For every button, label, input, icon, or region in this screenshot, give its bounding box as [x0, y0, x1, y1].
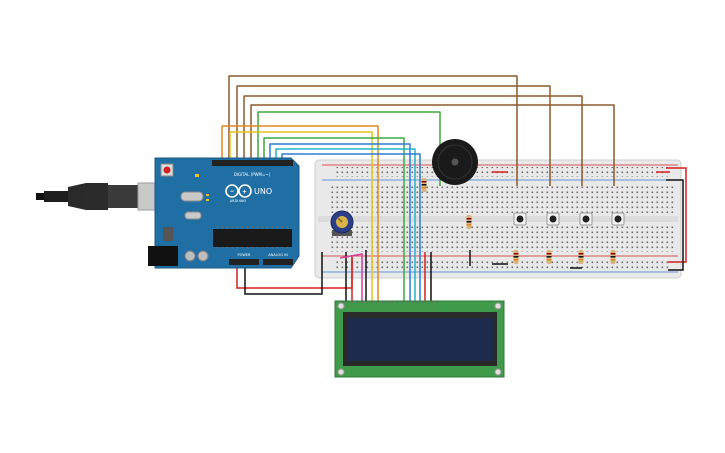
lcd-mount-hole-bl — [337, 368, 345, 376]
wire-blue-lcd — [269, 143, 411, 303]
usb-plug-shell — [108, 185, 138, 208]
lcd-mount-hole-tl — [337, 302, 345, 310]
wire-yellow-lcd — [229, 131, 373, 303]
usb-cable — [36, 182, 159, 211]
uno-logo-text: UNO — [254, 187, 272, 196]
capacitor-1 — [184, 250, 196, 262]
voltage-regulator — [184, 211, 202, 220]
upper-terminal-holes — [330, 186, 675, 213]
wire-red-rail-bridge — [666, 167, 687, 263]
power-header-label: POWER — [238, 253, 252, 257]
analog-header — [263, 259, 293, 265]
power-header — [229, 259, 259, 265]
wire-pink-contrast — [339, 253, 363, 303]
breadboard — [314, 159, 682, 279]
usb-cable-icon — [36, 193, 44, 200]
crystal-oscillator — [180, 191, 204, 202]
push-buttons — [513, 212, 625, 226]
resistor-button-4 — [610, 250, 616, 264]
center-channel — [318, 216, 678, 222]
svg-text:−: − — [230, 188, 235, 195]
piezo-buzzer[interactable] — [432, 139, 478, 185]
lcd-16x2-module — [334, 300, 505, 378]
lcd-mount-hole-br — [494, 368, 502, 376]
reset-button-cap[interactable] — [163, 166, 171, 174]
push-button-3[interactable] — [579, 212, 593, 226]
lcd-mount-hole-tr — [494, 302, 502, 310]
digital-header-label: DIGITAL (PWM=~) — [234, 172, 271, 177]
wire-green-lcd — [263, 137, 405, 303]
svg-text:+: + — [242, 189, 247, 196]
wire-black-gnd — [244, 252, 323, 295]
wire-brown-button-2 — [236, 85, 551, 186]
resistor-center — [466, 215, 472, 229]
potentiometer[interactable] — [330, 210, 354, 236]
usb-strain-relief — [68, 183, 86, 210]
resistor-buzzer — [421, 178, 427, 192]
lcd-pin-header — [339, 301, 439, 307]
wire-brown-button-3 — [243, 95, 583, 186]
wire-orange-lcd — [221, 125, 379, 303]
breadboard-jumpers — [469, 171, 670, 269]
resistor-button-1 — [513, 250, 519, 264]
usb-cable-body — [44, 191, 68, 202]
lcd-screen — [347, 318, 493, 361]
wire-blue-lcd-2 — [281, 153, 421, 303]
resistor-button-3 — [578, 250, 584, 264]
push-button-1[interactable] — [513, 212, 527, 226]
capacitor-2 — [197, 250, 209, 262]
atmega-chip — [213, 229, 292, 247]
push-button-2[interactable] — [546, 212, 560, 226]
usb-plug-housing — [86, 183, 108, 210]
arduino-logo: − + — [225, 184, 252, 198]
resistor-button-2 — [546, 250, 552, 264]
wire-black-rail-bridge — [666, 179, 684, 271]
arduino-brand-text: ARDUINO — [230, 199, 247, 203]
arduino-uno-board: DIGITAL (PWM=~) − + UNO ARDUINO — [148, 157, 300, 269]
push-button-4[interactable] — [611, 212, 625, 226]
wires-power — [236, 167, 687, 303]
wire-cyan-lcd — [275, 148, 416, 303]
analog-header-label: ANALOG IN — [268, 253, 288, 257]
dc-power-jack — [148, 246, 178, 266]
lower-terminal-holes — [330, 225, 675, 252]
regulator-chip — [163, 227, 173, 241]
wire-brown-button-1 — [228, 75, 518, 186]
resistors — [421, 178, 616, 264]
digital-header — [212, 160, 293, 166]
